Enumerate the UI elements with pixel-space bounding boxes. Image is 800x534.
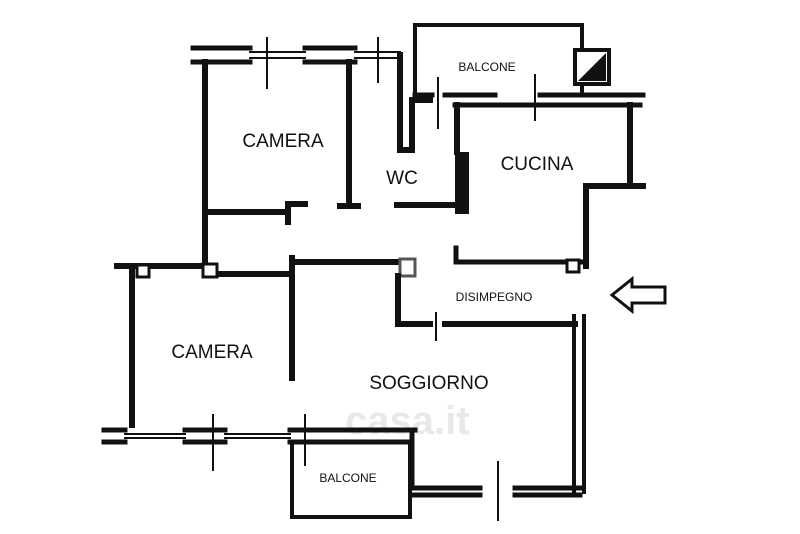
room-label-disimpegno: DISIMPEGNO [455, 290, 533, 304]
room-label-camera-top: CAMERA [242, 131, 324, 152]
window-ticks [212, 37, 536, 521]
wall-soggiorno-bottom [409, 429, 583, 498]
wall-soggiorno-right [572, 314, 586, 494]
shaft-fill [578, 53, 606, 81]
wall-bottom [101, 427, 418, 445]
room-label-balcone-top: BALCONE [458, 60, 516, 74]
window-top [249, 51, 401, 59]
pillar [565, 258, 581, 274]
wall-disimpegno-left [395, 273, 578, 327]
room-label-wc: WC [386, 168, 418, 189]
wall-kitchen-block [455, 152, 469, 214]
entrance-arrow-icon [609, 275, 667, 315]
wall-balcony-bottom [412, 92, 646, 108]
wall-camera-bottom [202, 201, 308, 225]
pillar [135, 263, 151, 279]
room-label-cucina: CUCINA [500, 154, 574, 175]
wall-wc-shaft [397, 52, 433, 153]
room-label-soggiorno: SOGGIORNO [369, 373, 489, 394]
watermark: casa.it [345, 399, 470, 443]
room-label-balcone-bottom: BALCONE [319, 471, 377, 485]
pillar [201, 262, 219, 279]
wall-kitchen-bottom [453, 245, 589, 265]
wall-kitchen-right [583, 102, 646, 269]
room-label-camera-bottom: CAMERA [171, 342, 253, 363]
wall-camera-wc [337, 59, 361, 209]
pillar [398, 257, 417, 278]
window-bottom [124, 433, 291, 439]
wall-top-left [190, 45, 358, 65]
